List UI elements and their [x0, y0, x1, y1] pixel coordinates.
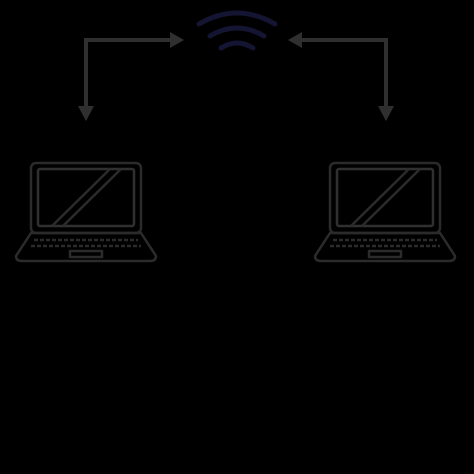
left-laptop-trackpad	[68, 249, 104, 259]
right-arrow-line	[300, 38, 388, 108]
left-arrow-head-top	[170, 32, 184, 48]
left-arrow-line	[84, 38, 174, 108]
wifi-arc-middle	[207, 25, 267, 39]
right-laptop-glare-1	[350, 168, 410, 227]
right-laptop-trackpad	[367, 249, 403, 259]
right-connection-arrow	[288, 32, 394, 121]
wifi-arc-inner	[218, 40, 256, 51]
right-laptop-glare-2	[361, 168, 421, 227]
right-laptop-base	[313, 231, 457, 263]
left-connection-arrow	[78, 32, 184, 121]
right-arrow-head-bottom	[378, 106, 394, 121]
left-arrow-head-bottom	[78, 106, 94, 121]
right-laptop-icon	[313, 161, 457, 263]
right-arrow-head-top	[288, 32, 302, 48]
left-laptop-icon	[14, 161, 158, 263]
wifi-arc-outer	[196, 10, 278, 27]
wifi-icon	[196, 10, 278, 51]
left-laptop-lid	[29, 161, 143, 235]
left-laptop-glare-1	[51, 168, 111, 227]
left-laptop-base	[14, 231, 158, 263]
left-laptop-glare-2	[62, 168, 122, 227]
left-laptop-screen	[36, 167, 136, 228]
right-laptop-screen	[335, 167, 435, 228]
right-laptop-lid	[328, 161, 442, 235]
